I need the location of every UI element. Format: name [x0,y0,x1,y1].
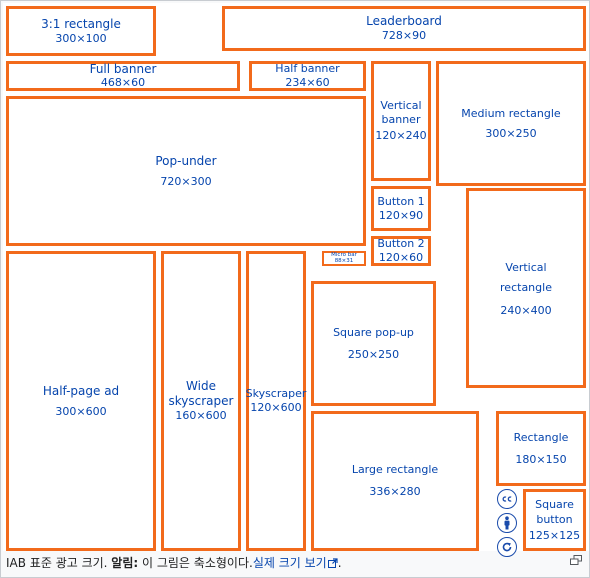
by-icon[interactable] [497,513,517,533]
ad-skyscraper: Skyscraper 120×600 [246,251,306,551]
ad-name: Micro bar [331,252,357,258]
ad-size: 120×60 [378,251,424,264]
ad-leaderboard: Leaderboard 728×90 [222,6,586,51]
external-link-icon [327,558,338,568]
ad-size: 234×60 [285,76,330,89]
ad-size: 120×90 [378,208,424,222]
caption-end: . [337,556,342,570]
ad-name: Full banner [89,62,157,76]
ad-name: Skyscraper [245,387,307,400]
ad-name: Button 1 [377,194,425,208]
ad-size: 336×280 [369,485,421,498]
ad-size: 88×31 [334,257,354,264]
ad-name: Button 2 [377,237,425,250]
ad-name: Pop-under [155,153,217,168]
share-alike-glyph [502,542,512,552]
ad-name: Wide skyscraper [168,379,234,408]
ad-size: 300×250 [485,126,537,140]
license-icons [497,489,517,561]
ad-vertical-banner: Vertical banner 120×240 [371,61,431,181]
ad-name: Square button [535,498,574,526]
ad-name: Square pop-up [333,325,414,339]
ad-square-button: Square button 125×125 [523,489,586,551]
ad-name: 3:1 rectangle [41,16,121,31]
ad-size: 120×600 [250,401,302,414]
ad-name: Vertical rectangle [500,261,552,294]
ad-size: 720×300 [160,174,212,188]
ad-name: Half-page ad [42,383,120,398]
view-full-size-link[interactable]: 실제 크기 보기 [253,556,338,570]
ad-name: Large rectangle [351,463,439,476]
ad-name: Medium rectangle [461,106,561,120]
cc-glyph [502,496,512,502]
enlarge-icon[interactable] [570,555,582,565]
ad-3-1-rectangle: 3:1 rectangle 300×100 [6,6,156,56]
ad-name: Leaderboard [366,14,442,28]
ad-vertical-rectangle: Vertical rectangle 240×400 [466,188,586,388]
ad-size: 250×250 [347,347,400,361]
ad-size: 180×150 [515,452,567,466]
ad-rectangle: Rectangle 180×150 [496,411,586,486]
cc-icon[interactable] [497,489,517,509]
ad-half-page: Half-page ad 300×600 [6,251,156,551]
ad-name: Vertical banner [380,99,422,126]
ad-name: Rectangle [513,430,569,444]
ad-wide-skyscraper: Wide skyscraper 160×600 [161,251,241,551]
ad-size: 728×90 [381,29,427,42]
ad-micro-bar: Micro bar 88×31 [322,251,366,266]
ad-half-banner: Half banner 234×60 [249,61,366,91]
ad-size: 240×400 [500,304,552,317]
person-glyph [504,516,510,530]
ad-size: 300×100 [55,31,107,45]
ad-size: 120×240 [375,129,427,142]
ad-size-diagram: 3:1 rectangle 300×100 Leaderboard 728×90… [3,3,589,557]
ad-button-2: Button 2 120×60 [371,236,431,266]
view-full-size-label: 실제 크기 보기 [252,556,327,570]
caption-text: IAB 표준 광고 크기. [6,556,112,570]
caption-note-text: 이 그림은 축소형이다. [138,556,253,570]
figure-caption: IAB 표준 광고 크기. 알림: 이 그림은 축소형이다.실제 크기 보기. [6,554,342,571]
sa-icon[interactable] [497,537,517,557]
ad-size: 468×60 [100,76,146,89]
ad-name: Half banner [275,62,340,75]
ad-square-pop-up: Square pop-up 250×250 [311,281,436,406]
ad-size: 300×600 [55,404,107,418]
ad-size: 160×600 [175,409,227,422]
ad-full-banner: Full banner 468×60 [6,61,240,91]
ad-medium-rectangle: Medium rectangle 300×250 [436,61,586,186]
ad-size: 125×125 [528,529,581,542]
ad-pop-under: Pop-under 720×300 [6,96,366,246]
ad-button-1: Button 1 120×90 [371,186,431,231]
caption-note-label: 알림: [111,556,139,570]
ad-large-rectangle: Large rectangle 336×280 [311,411,479,551]
